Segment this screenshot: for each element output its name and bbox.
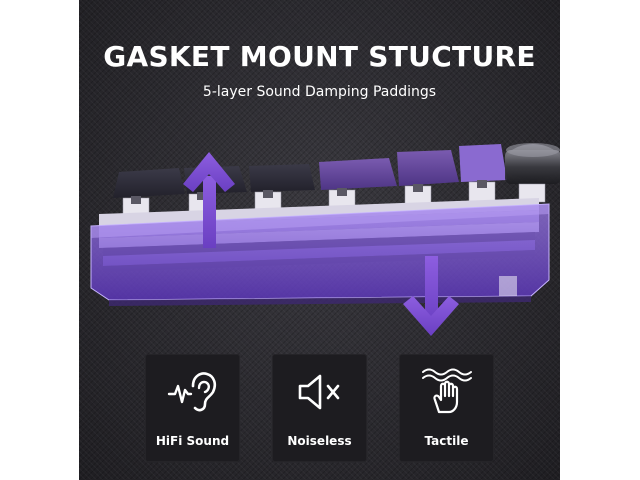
- down-arrow-icon: [403, 256, 459, 336]
- speaker-mute-icon: [298, 374, 340, 410]
- feature-label: HiFi Sound: [155, 434, 230, 448]
- keyboard-gasket-illustration: [90, 143, 560, 336]
- banner-title: GASKET MOUNT STUCTURE: [103, 40, 536, 73]
- product-banner: GASKET MOUNT STUCTURE 5-layer Sound Damp…: [79, 0, 560, 480]
- hand-waves-icon: [422, 368, 472, 414]
- feature-label: Noiseless: [287, 434, 352, 448]
- feature-card-hifi-sound: HiFi Sound: [145, 354, 240, 462]
- keycaps-row: [113, 143, 560, 198]
- ear-sound-icon: [167, 372, 217, 412]
- feature-card-noiseless: Noiseless: [272, 354, 367, 462]
- feature-card-tactile: Tactile: [399, 354, 494, 462]
- feature-label: Tactile: [424, 434, 469, 448]
- banner-subtitle: 5-layer Sound Damping Paddings: [202, 84, 437, 100]
- up-arrow-icon: [183, 152, 235, 248]
